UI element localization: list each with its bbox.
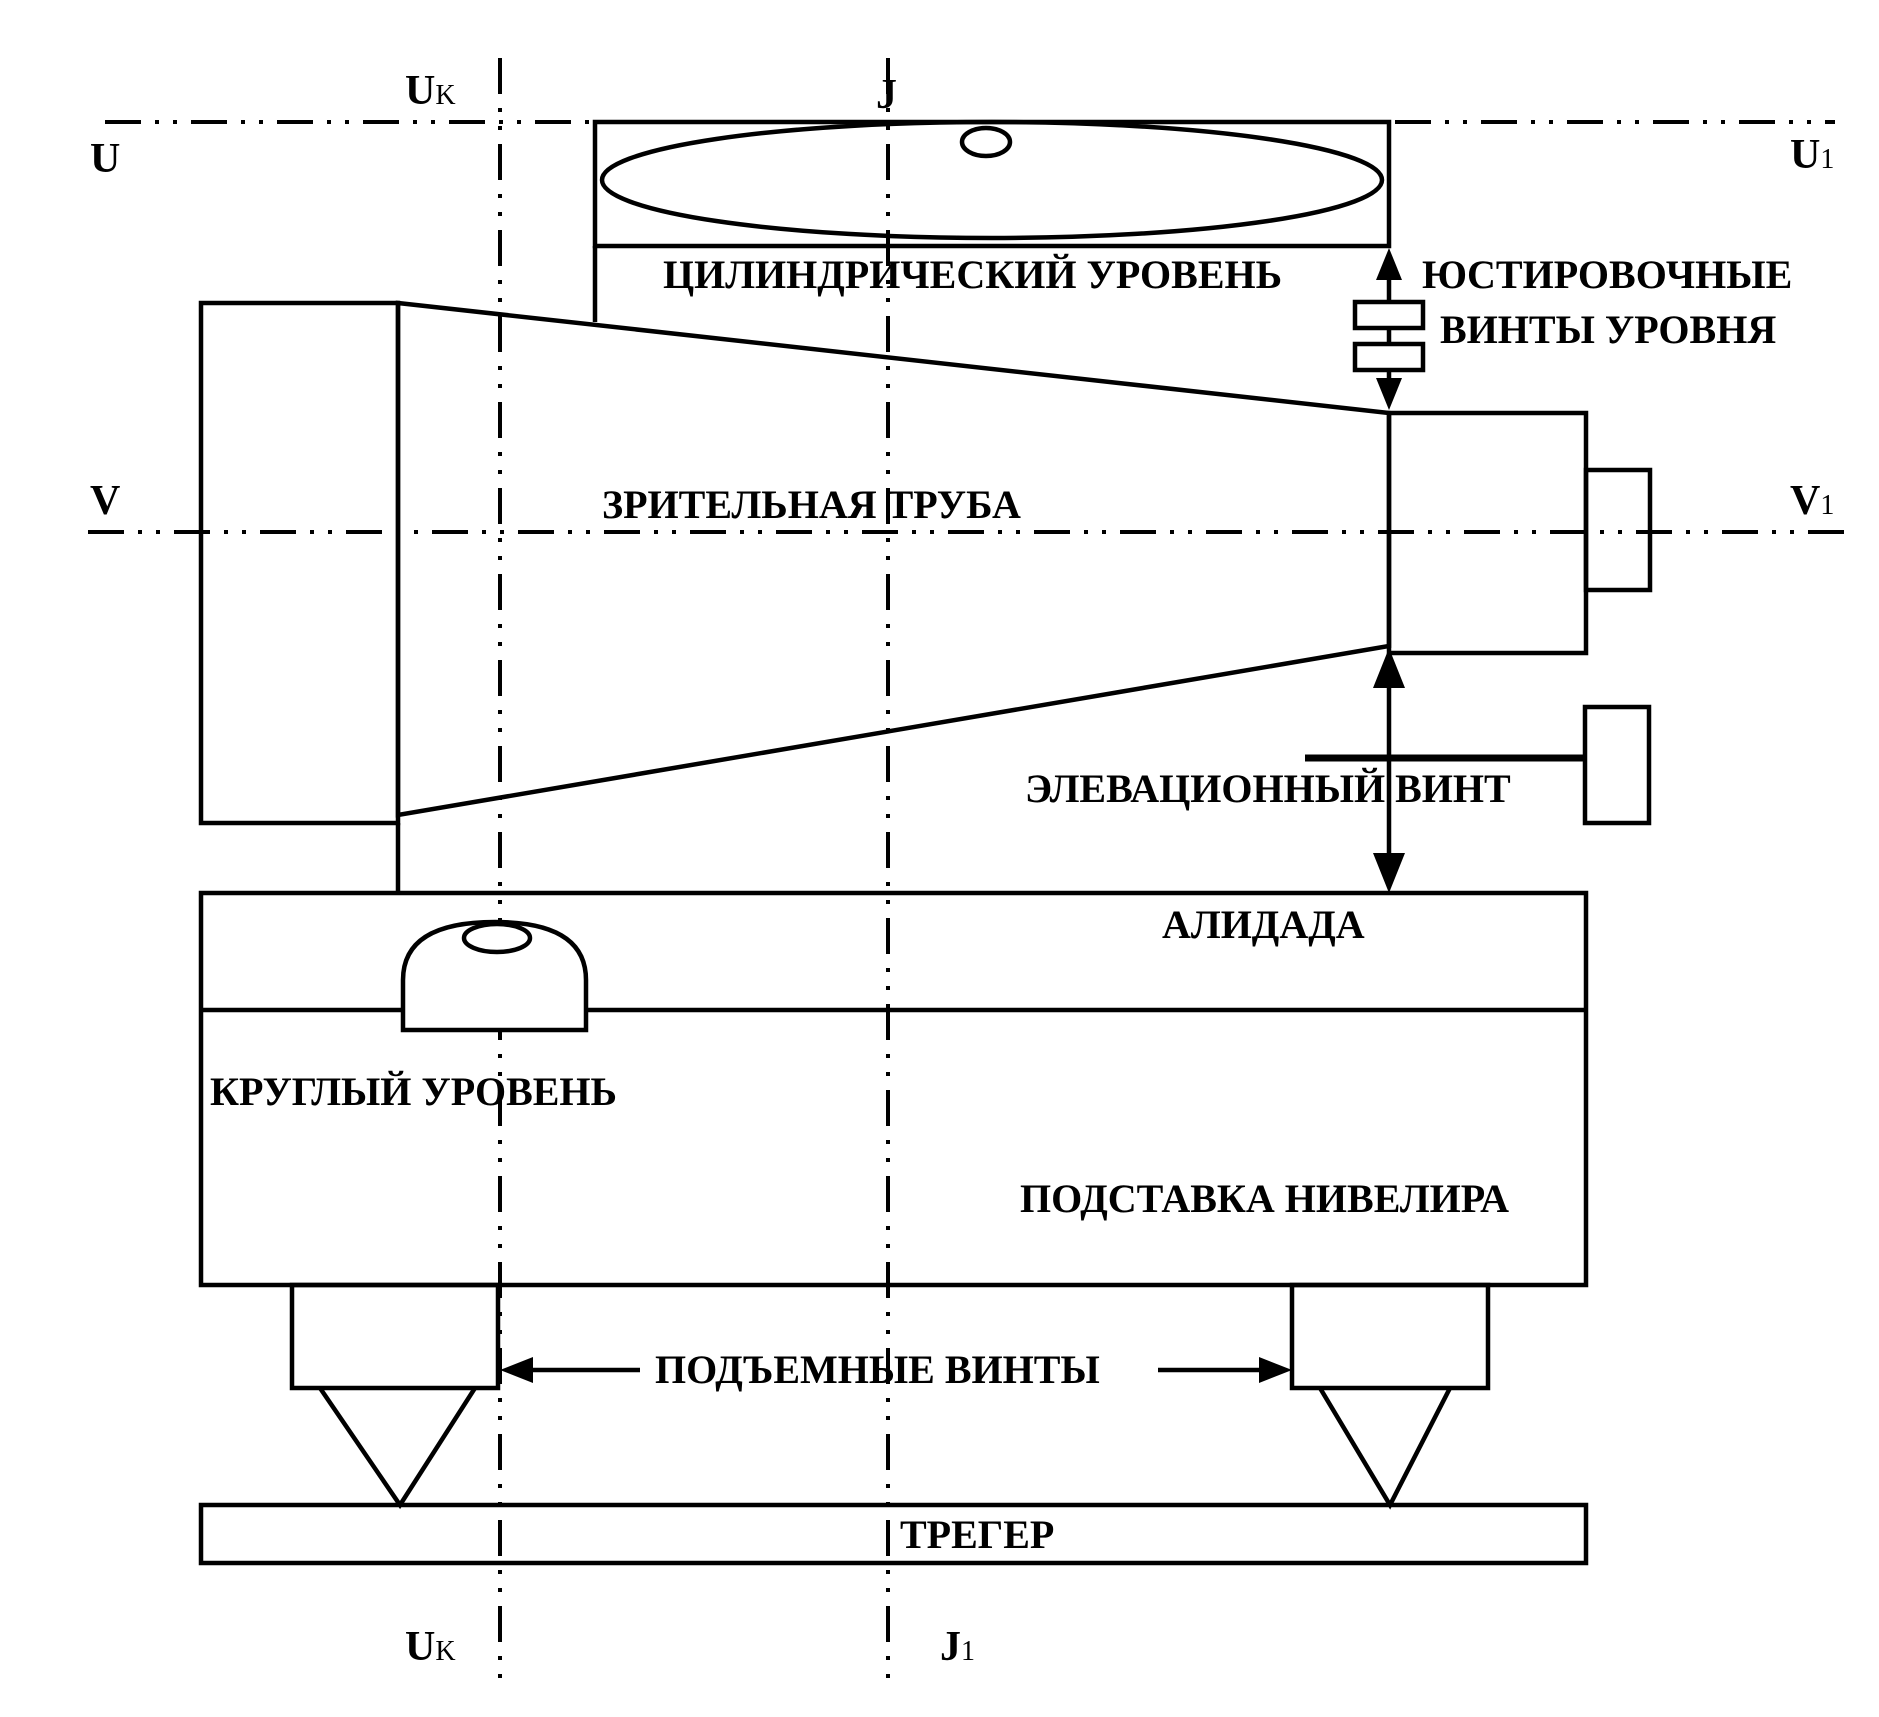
axis-label-v-left: V [90,478,120,524]
axis-label-uk-top: UK [405,68,456,114]
adjusting-screw-lower [1352,341,1426,373]
axis-label-j-top: J [876,72,897,118]
cylindrical-level [592,119,1392,322]
telescope [198,300,1653,826]
leveling-screws-arrows [500,1357,1292,1383]
adjusting-screws-arrow-up [1376,248,1402,280]
leveling-screw-right [1289,1282,1491,1510]
axis-label-u-right: U1 [1790,132,1834,178]
adjusting-screw-upper [1352,299,1426,331]
leveling-arrow-right-head [1259,1357,1292,1383]
axis-label-v-right: V1 [1790,478,1834,524]
label-elevation-screw: ЭЛЕВАЦИОННЫЙ ВИНТ [1025,766,1511,811]
label-adjusting-screws-line1: ЮСТИРОВОЧНЫЕ [1422,252,1792,297]
label-alidade: АЛИДАДА [1162,902,1365,947]
tribrach-plate [198,1502,1589,1566]
stand-body [198,890,1589,1288]
leveling-screw-right-tip [1318,1386,1453,1510]
axis-label-u-left: U [90,136,120,182]
adjusting-screws [1352,248,1426,410]
elevation-screw [1305,648,1652,893]
leveling-screw-left-body [289,1282,501,1391]
telescope-eyepiece-cap [1583,467,1653,593]
circular-level-dome [400,919,589,1033]
elevation-screw-knob [1582,704,1652,826]
adjusting-screws-arrow-down [1376,378,1402,410]
telescope-tube [395,300,1392,818]
circular-level-bubble [461,921,533,955]
label-telescope: ЗРИТЕЛЬНАЯ ТРУБА [602,482,1021,527]
leveling-screw-right-body [1289,1282,1491,1391]
circular-level [400,919,589,1033]
elevation-screw-arrow-down [1373,853,1405,893]
cylindrical-level-bubble [959,125,1013,159]
axis-label-uk-bottom: UK [405,1624,456,1670]
elevation-screw-arrow-up [1373,648,1405,688]
cylindrical-level-vial [599,119,1385,241]
telescope-objective-block [198,300,401,826]
leveling-screw-left [289,1282,501,1510]
label-adjusting-screws-line2: ВИНТЫ УРОВНЯ [1440,307,1776,352]
leveling-screw-left-tip [318,1386,477,1510]
label-stand: ПОДСТАВКА НИВЕЛИРА [1020,1176,1509,1221]
label-circular-level: КРУГЛЫЙ УРОВЕНЬ [210,1069,617,1114]
leveling-arrow-left-head [500,1357,533,1383]
axis-label-j-bottom: J1 [940,1624,975,1670]
label-cylindrical-level: ЦИЛИНДРИЧЕСКИЙ УРОВЕНЬ [663,252,1282,297]
label-tribrach: ТРЕГЕР [900,1512,1054,1557]
label-leveling-screws: ПОДЪЕМНЫЕ ВИНТЫ [655,1347,1100,1392]
